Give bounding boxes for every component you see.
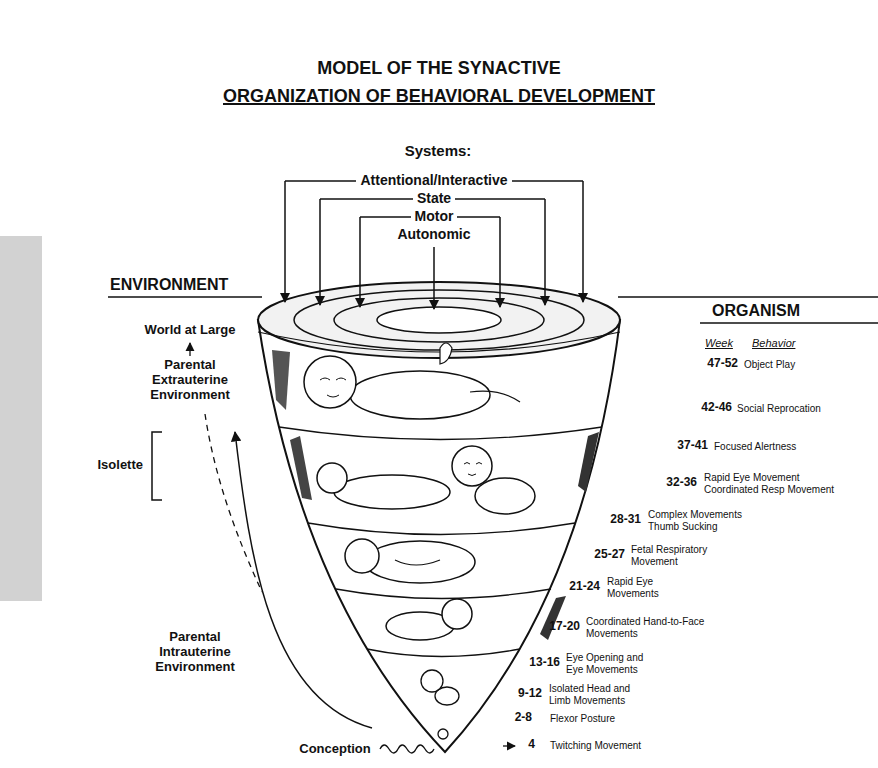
scan-strip xyxy=(0,236,42,601)
system-ring xyxy=(377,307,501,333)
section-heading: ENVIRONMENT xyxy=(110,276,228,294)
system-arrow xyxy=(433,247,435,309)
behavior-label: Flexor Posture xyxy=(550,713,615,725)
column-header: Week xyxy=(705,337,733,350)
week-range: 21-24 xyxy=(569,580,600,594)
infant-figure xyxy=(452,446,492,486)
infant-face xyxy=(320,378,346,397)
infant-hand xyxy=(440,343,452,364)
shading xyxy=(578,432,599,492)
heading-rule xyxy=(108,296,262,298)
infant-limb xyxy=(470,391,520,402)
week-range: 13-16 xyxy=(529,656,560,670)
week-arrow xyxy=(503,745,515,746)
infant-figure xyxy=(304,356,356,408)
embryo-figure xyxy=(421,670,443,692)
system-ring xyxy=(258,282,620,358)
week-range: 2-8 xyxy=(515,711,532,725)
week-range: 25-27 xyxy=(594,548,625,562)
behavior-label: Coordinated Hand-to-Face Movements xyxy=(586,616,726,639)
shading xyxy=(290,436,312,500)
week-range: 9-12 xyxy=(518,687,542,701)
week-range: 37-41 xyxy=(677,439,708,453)
section-heading: ORGANISM xyxy=(712,302,800,320)
title-spacer xyxy=(589,54,699,82)
system-label: Motor xyxy=(411,208,458,224)
behavior-label: Eye Opening and Eye Movements xyxy=(566,652,658,675)
system-arrow xyxy=(544,199,546,305)
heading-rule xyxy=(700,322,878,324)
behavior-label: Isolated Head and Limb Movements xyxy=(549,683,647,706)
system-label: State xyxy=(413,190,455,206)
title-block: MODEL OF THE SYNACTIVE ORGANIZATION OF B… xyxy=(179,54,699,110)
shading xyxy=(540,596,566,640)
system-arrow xyxy=(359,217,361,307)
fetus-figure xyxy=(442,599,472,629)
behavior-label: Complex Movements Thumb Sucking xyxy=(648,509,748,532)
fetus-figure xyxy=(365,541,475,583)
week-range: 4 xyxy=(528,738,535,752)
stage-band xyxy=(279,427,602,440)
environment-label: Isolette xyxy=(97,458,143,473)
system-arrow xyxy=(319,199,321,305)
environment-label: Parental Extrauterine Environment xyxy=(133,358,248,403)
infant-figure xyxy=(350,371,490,419)
infant-figure xyxy=(334,475,450,509)
column-header: Behavior xyxy=(752,337,795,350)
stage-band xyxy=(336,589,551,599)
week-range: 17-20 xyxy=(549,620,580,634)
cone-rim xyxy=(258,332,620,352)
system-ring xyxy=(334,298,544,342)
diagram-title: MODEL OF THE SYNACTIVE ORGANIZATION OF B… xyxy=(179,54,699,110)
fetus-limb xyxy=(395,560,440,565)
environment-label: World at Large xyxy=(145,323,236,338)
stage-band xyxy=(367,649,520,657)
systems-heading: Systems: xyxy=(405,142,472,159)
infant-face xyxy=(464,463,482,476)
system-arrow xyxy=(499,217,501,307)
environment-arrow xyxy=(189,343,190,356)
environment-arrow xyxy=(235,432,372,728)
system-label: Autonomic xyxy=(393,226,474,242)
behavior-label: Social Reprocation xyxy=(737,403,821,415)
stage-band xyxy=(308,523,575,535)
conception-squiggle xyxy=(380,745,434,753)
week-range: 42-46 xyxy=(701,401,732,415)
fetus-figure xyxy=(345,539,379,573)
infant-figure xyxy=(475,478,535,514)
system-label: Attentional/Interactive xyxy=(356,172,511,188)
isolette-bracket xyxy=(152,432,162,500)
heading-rule xyxy=(618,296,878,298)
system-ring xyxy=(294,290,584,350)
behavior-label: Object Play xyxy=(744,359,795,371)
infant-figure xyxy=(317,463,347,493)
title-spacer xyxy=(179,54,289,82)
environment-dashed-line xyxy=(205,414,262,592)
behavior-label: Focused Alertness xyxy=(714,441,796,453)
week-range: 32-36 xyxy=(666,476,697,490)
behavior-label: Twitching Movement xyxy=(550,740,641,752)
ovum-figure xyxy=(438,729,448,739)
environment-label: Parental Intrauterine Environment xyxy=(138,630,253,675)
week-range: 28-31 xyxy=(610,513,641,527)
conception-label: Conception xyxy=(299,742,371,757)
shading xyxy=(272,350,290,410)
behavior-label: Rapid Eye Movements xyxy=(607,576,669,599)
system-arrow xyxy=(284,181,286,302)
behavior-label: Fetal Respiratory Movement xyxy=(631,544,726,567)
week-range: 47-52 xyxy=(707,357,738,371)
system-arrow xyxy=(582,181,584,302)
behavior-label: Rapid Eye Movement Coordinated Resp Move… xyxy=(704,472,844,495)
